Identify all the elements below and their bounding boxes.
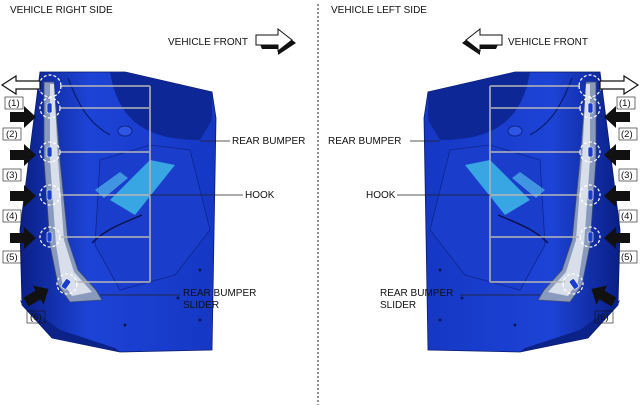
left-slider-label-line2: SLIDER — [380, 300, 416, 311]
right-upper-pull-arrow-icon — [1, 75, 41, 95]
right-rear-bumper-label: REAR BUMPER — [232, 136, 305, 147]
right-push-arrow-icon — [10, 106, 36, 128]
right-callout-4: (4) — [6, 211, 18, 222]
right-callout-6: (6) — [30, 312, 42, 323]
right-slider-label-line1: REAR BUMPER — [183, 288, 256, 299]
left-callout-3: (3) — [621, 170, 633, 181]
right-callout-5: (5) — [6, 252, 18, 263]
left-push-arrow-icon — [604, 106, 630, 128]
left-front-label: VEHICLE FRONT — [508, 37, 588, 48]
left-callout-6: (6) — [597, 312, 609, 323]
right-callout-1: (1) — [8, 98, 20, 109]
left-slider-label-line1: REAR BUMPER — [380, 288, 453, 299]
left-hook-label: HOOK — [366, 190, 396, 201]
right-front-label: VEHICLE FRONT — [168, 37, 248, 48]
right-clip-circles — [38, 74, 78, 295]
left-callout-2: (2) — [621, 129, 633, 140]
left-clip-circles — [562, 74, 602, 295]
right-callout-2: (2) — [6, 129, 18, 140]
left-side-title: VEHICLE LEFT SIDE — [331, 5, 427, 16]
left-rear-bumper-label: REAR BUMPER — [328, 136, 401, 147]
right-side-panel: VEHICLE RIGHT SIDE VEHICLE FRONT — [1, 5, 305, 353]
right-side-title: VEHICLE RIGHT SIDE — [10, 5, 113, 16]
right-slider-label-line2: SLIDER — [183, 300, 219, 311]
left-callout-1: (1) — [619, 98, 631, 109]
left-front-arrow-icon — [462, 27, 503, 55]
right-front-arrow-icon — [255, 27, 296, 55]
left-upper-pull-arrow-icon — [599, 75, 639, 95]
left-side-panel: VEHICLE LEFT SIDE VEHICLE FRONT — [328, 5, 639, 353]
left-callout-5: (5) — [621, 252, 633, 263]
right-hook-label: HOOK — [245, 190, 275, 201]
left-callout-4: (4) — [621, 211, 633, 222]
right-callout-3: (3) — [6, 170, 18, 181]
